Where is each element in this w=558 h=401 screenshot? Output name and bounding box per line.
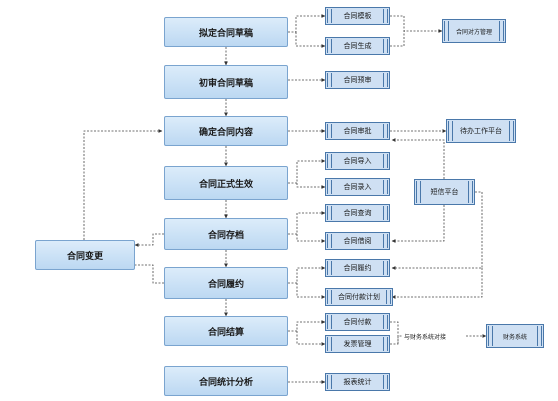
module-query-label: 合同查询 bbox=[343, 209, 372, 217]
module-sms-label: 短信平台 bbox=[430, 188, 459, 196]
finance-link-label: 与财务系统对接 bbox=[403, 332, 448, 341]
module-contract-query[interactable]: 合同查询 bbox=[325, 204, 390, 222]
module-perform-label: 合同履约 bbox=[343, 264, 372, 272]
module-import-label: 合同导入 bbox=[343, 157, 372, 165]
link-settle-payment bbox=[288, 320, 326, 332]
module-generate-label: 合同生成 bbox=[343, 42, 372, 50]
link-change-confirm bbox=[83, 129, 163, 240]
module-pre-review-label: 合同预审 bbox=[343, 76, 372, 84]
module-finance-system[interactable]: 财务系统 bbox=[486, 324, 544, 348]
link-effective-import bbox=[288, 159, 326, 184]
module-payment-plan-label: 合同付款计划 bbox=[338, 293, 380, 301]
module-contract-import[interactable]: 合同导入 bbox=[325, 152, 390, 170]
step-contract-perform[interactable]: 合同履约 bbox=[164, 267, 288, 299]
module-contract-perform[interactable]: 合同履约 bbox=[325, 259, 390, 277]
module-pre-review[interactable]: 合同预审 bbox=[325, 71, 390, 89]
step-settle-label: 合同结算 bbox=[207, 327, 244, 338]
module-contract-payment[interactable]: 合同付款 bbox=[325, 313, 390, 331]
module-todo-label: 待办工作平台 bbox=[460, 127, 502, 135]
module-approval-label: 合同审批 bbox=[343, 127, 372, 135]
link-perform-module bbox=[288, 266, 326, 284]
module-invoice-management[interactable]: 发票管理 bbox=[325, 335, 390, 353]
link-draft-template bbox=[288, 14, 326, 33]
link-archive-query bbox=[288, 211, 326, 235]
step-contract-change[interactable]: 合同变更 bbox=[35, 240, 135, 270]
module-todo-platform[interactable]: 待办工作平台 bbox=[446, 119, 516, 143]
module-report-statistics[interactable]: 报表统计 bbox=[325, 373, 390, 391]
step-first-review[interactable]: 初审合同草稿 bbox=[164, 65, 288, 99]
link-effective-entry bbox=[296, 183, 326, 189]
link-perform-change bbox=[135, 264, 164, 284]
module-sms-platform[interactable]: 短信平台 bbox=[414, 179, 475, 205]
module-entry-label: 合同录入 bbox=[343, 183, 372, 191]
module-borrow-label: 合同借阅 bbox=[343, 237, 372, 245]
step-statistical-analysis[interactable]: 合同统计分析 bbox=[164, 366, 288, 396]
module-finance-label: 财务系统 bbox=[502, 333, 527, 341]
step-draft-contract[interactable]: 拟定合同草稿 bbox=[164, 17, 288, 47]
step-contract-settle[interactable]: 合同结算 bbox=[164, 316, 288, 346]
link-settle-finance bbox=[390, 321, 402, 345]
module-counterparty-management[interactable]: 合同对方管理 bbox=[442, 19, 506, 43]
module-invoice-label: 发票管理 bbox=[343, 340, 372, 348]
link-sms-borrow bbox=[391, 205, 445, 243]
link-draft-generate bbox=[295, 32, 326, 48]
link-modules-counterparty bbox=[390, 15, 442, 47]
module-contract-approval[interactable]: 合同审批 bbox=[325, 122, 390, 140]
step-contract-archive[interactable]: 合同存档 bbox=[164, 218, 288, 250]
step-change-label: 合同变更 bbox=[66, 251, 103, 262]
module-contract-borrow[interactable]: 合同借阅 bbox=[325, 232, 390, 250]
step-perform-label: 合同履约 bbox=[207, 279, 244, 290]
step-confirm-content[interactable]: 确定合同内容 bbox=[164, 116, 288, 146]
step-effective-label: 合同正式生效 bbox=[198, 179, 253, 190]
module-payment-label: 合同付款 bbox=[343, 318, 372, 326]
link-perform-payplan bbox=[296, 283, 326, 299]
module-contract-generate[interactable]: 合同生成 bbox=[325, 37, 390, 55]
module-counterparty-label: 合同对方管理 bbox=[455, 28, 492, 36]
link-archive-borrow bbox=[296, 234, 326, 243]
module-contract-entry[interactable]: 合同录入 bbox=[325, 178, 390, 196]
link-archive-change bbox=[134, 233, 164, 247]
link-settle-invoice bbox=[296, 331, 326, 346]
link-sms-payplan bbox=[391, 268, 483, 299]
step-analysis-label: 合同统计分析 bbox=[198, 377, 253, 388]
module-template-label: 合同模板 bbox=[343, 12, 372, 20]
step-draft-label: 拟定合同草稿 bbox=[198, 28, 253, 39]
module-contract-template[interactable]: 合同模板 bbox=[325, 7, 390, 25]
module-payment-plan[interactable]: 合同付款计划 bbox=[325, 288, 393, 306]
step-archive-label: 合同存档 bbox=[207, 230, 244, 241]
link-sms-perform bbox=[391, 191, 483, 270]
step-first-review-label: 初审合同草稿 bbox=[198, 78, 253, 89]
step-confirm-label: 确定合同内容 bbox=[198, 127, 253, 138]
module-report-label: 报表统计 bbox=[343, 378, 372, 386]
link-sms-approve bbox=[391, 138, 445, 179]
step-contract-effective[interactable]: 合同正式生效 bbox=[164, 166, 288, 200]
